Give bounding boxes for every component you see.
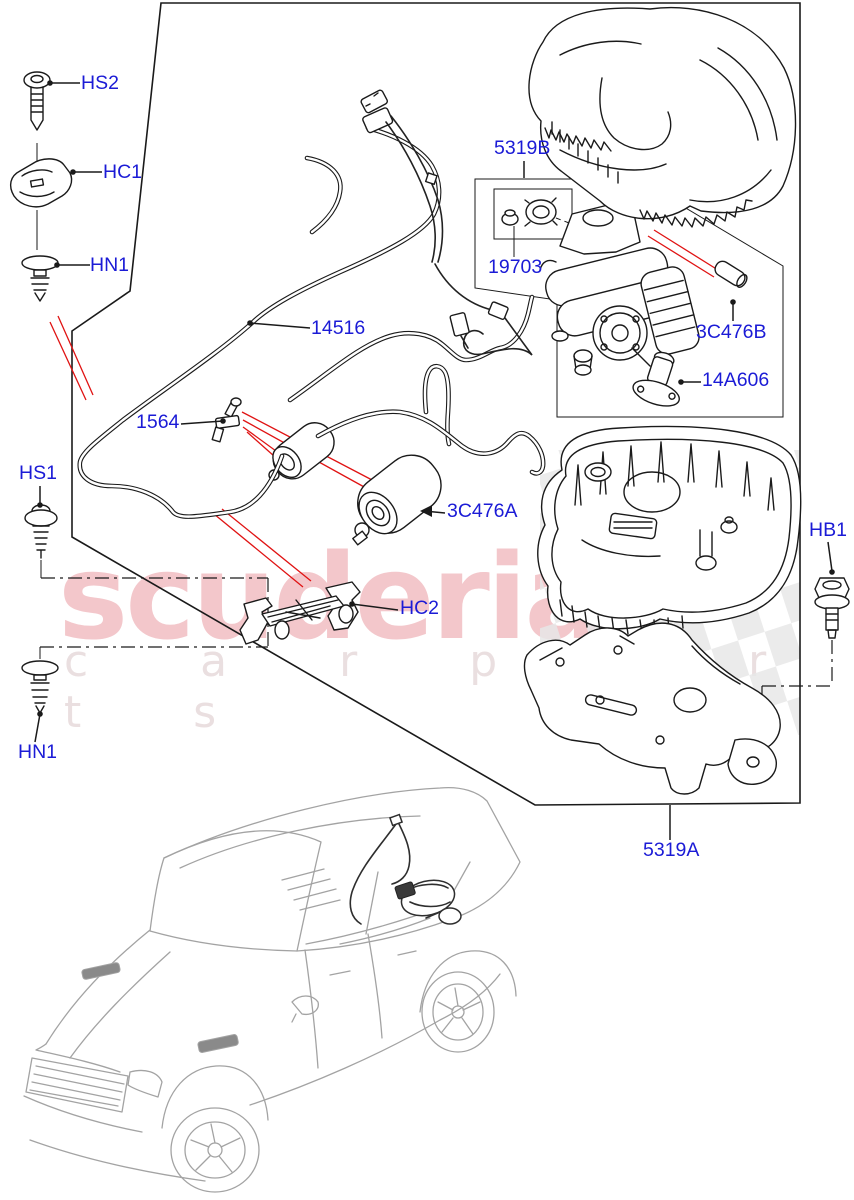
hb1-bolt-drawing (814, 577, 850, 639)
part-label-hs2[interactable]: HS2 (81, 72, 119, 94)
part-label-hn1-top[interactable]: HN1 (90, 254, 130, 276)
part-label-3c476a[interactable]: 3C476A (447, 500, 518, 522)
compressor-drawing (539, 203, 700, 376)
hs2-screw-drawing (23, 71, 51, 166)
part-label-5319b[interactable]: 5319B (494, 137, 551, 159)
part-label-14a606[interactable]: 14A606 (702, 369, 770, 391)
pipe-3c476b-drawing (714, 260, 748, 288)
part-label-hc2[interactable]: HC2 (400, 597, 440, 619)
hood-vents (81, 962, 239, 1053)
hc1-clip-drawing (9, 158, 73, 250)
hc2-bracket-drawing (239, 581, 361, 645)
part-label-3c476b[interactable]: 3C476B (696, 321, 767, 343)
valve-1564-drawing (211, 397, 242, 443)
part-label-hc1[interactable]: HC1 (103, 161, 143, 183)
vehicle-location-drawing (23, 786, 521, 1193)
part-label-14516[interactable]: 14516 (311, 317, 366, 339)
hn1-pin-top-drawing (21, 255, 59, 302)
air-tube-14516-drawing (77, 125, 546, 519)
compressor-in-vehicle-drawing (349, 813, 462, 925)
valve-14a606-drawing (632, 351, 680, 407)
silencer-1-drawing (268, 422, 335, 481)
part-label-1564[interactable]: 1564 (136, 411, 180, 433)
part-label-hb1[interactable]: HB1 (809, 519, 847, 541)
bracket-5319a-drawing (523, 622, 781, 795)
hs1-screw-drawing (24, 504, 58, 559)
hn1-pin-bottom-drawing (21, 660, 59, 714)
tray-drawing (537, 425, 802, 635)
leader-lines (34, 80, 835, 840)
part-label-hs1[interactable]: HS1 (19, 462, 57, 484)
air-cover-drawing (528, 6, 797, 228)
diagram-border (71, 2, 801, 806)
silencer-3c476a-drawing (352, 454, 442, 546)
wiring-harness-drawing (360, 89, 533, 356)
part-label-5319a[interactable]: 5319A (643, 839, 700, 861)
part-label-19703[interactable]: 19703 (488, 256, 543, 278)
part-label-hn1-bottom[interactable]: HN1 (18, 741, 58, 763)
